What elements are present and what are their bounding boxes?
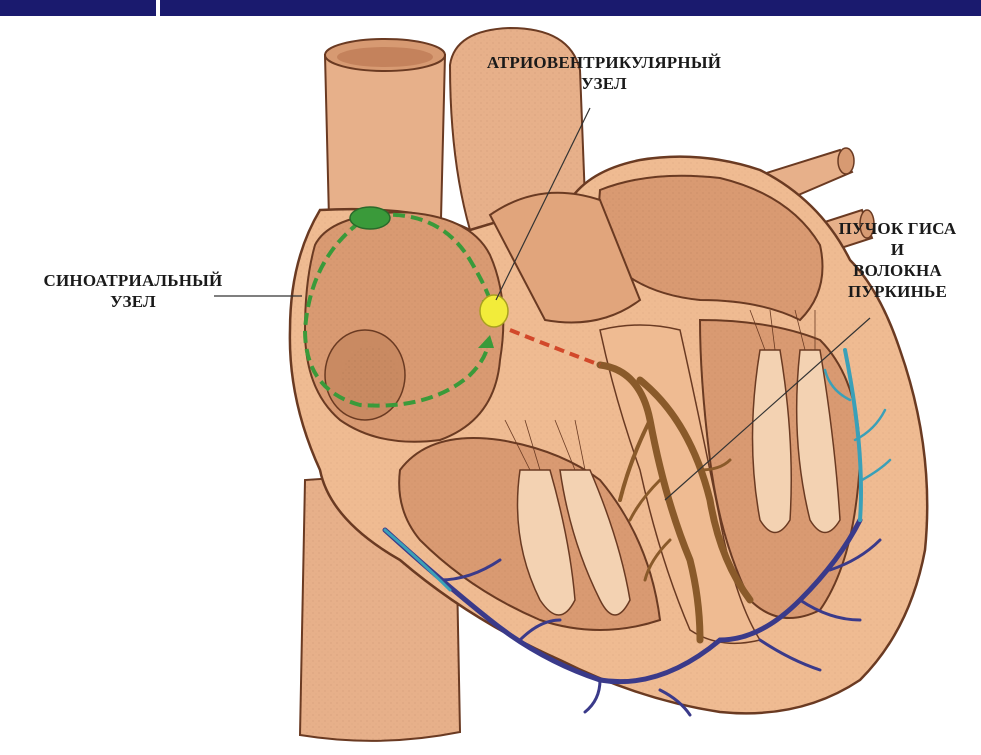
- label-av-node: АТРИОВЕНТРИКУЛЯРНЫЙ УЗЕЛ: [454, 52, 754, 94]
- label-sa-node: СИНОАТРИАЛЬНЫЙ УЗЕЛ: [8, 270, 258, 312]
- label-his-purkinje-line4: ПУРКИНЬЕ: [820, 281, 975, 302]
- label-sa-node-line1: СИНОАТРИАЛЬНЫЙ: [8, 270, 258, 291]
- label-sa-node-line2: УЗЕЛ: [8, 291, 258, 312]
- av-node: [480, 295, 508, 327]
- label-av-node-line2: УЗЕЛ: [454, 73, 754, 94]
- label-his-purkinje-line2: И: [820, 239, 975, 260]
- label-his-purkinje: ПУЧОК ГИСА И ВОЛОКНА ПУРКИНЬЕ: [820, 218, 975, 302]
- sa-node: [350, 207, 390, 229]
- label-av-node-line1: АТРИОВЕНТРИКУЛЯРНЫЙ: [454, 52, 754, 73]
- label-his-purkinje-line1: ПУЧОК ГИСА: [820, 218, 975, 239]
- label-his-purkinje-line3: ВОЛОКНА: [820, 260, 975, 281]
